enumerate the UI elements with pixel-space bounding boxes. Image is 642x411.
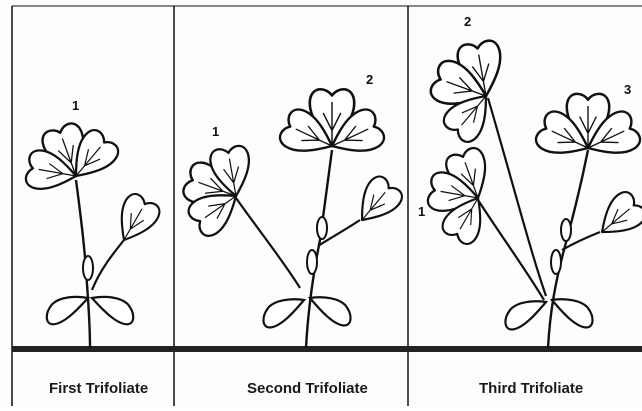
- leaf-number: 1: [418, 204, 425, 219]
- plant-first-trifoliate: 1: [24, 98, 163, 348]
- first-trifoliate-petiole: [478, 200, 544, 300]
- caption-third-trifoliate: Third Trifoliate: [479, 380, 583, 404]
- axillary-bud: [317, 217, 327, 239]
- plant-third-trifoliate: 2 3 1: [418, 14, 642, 348]
- axillary-bud: [551, 250, 561, 274]
- caption-second-trifoliate: Second Trifoliate: [247, 380, 368, 404]
- caption-first-trifoliate: First Trifoliate: [49, 380, 148, 404]
- plant-second-trifoliate: 1 2: [181, 72, 406, 348]
- axillary-bud: [83, 256, 93, 280]
- leaf-number: 3: [624, 82, 631, 97]
- leaf-number: 2: [366, 72, 373, 87]
- leaf-number: 1: [212, 124, 219, 139]
- trifoliate-petiole: [92, 240, 124, 290]
- leaf-number: 2: [464, 14, 471, 29]
- first-trifoliate-petiole: [236, 198, 300, 288]
- axillary-bud: [561, 219, 571, 241]
- leaf-number: 1: [72, 98, 79, 113]
- axillary-bud: [307, 250, 317, 274]
- second-trifoliate-petiole: [488, 98, 546, 296]
